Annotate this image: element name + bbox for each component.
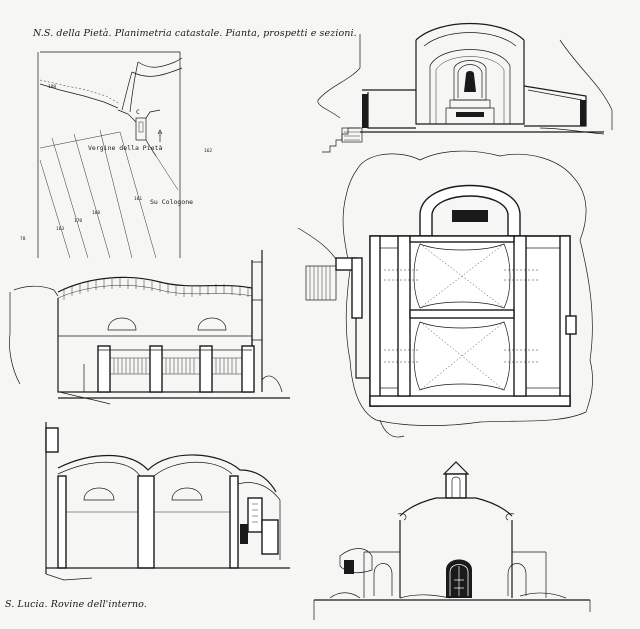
side-elevation (9, 250, 290, 405)
map-parcel-number: 163 (56, 226, 64, 232)
map-parcel-number: 162 (204, 148, 212, 154)
front-elevation (317, 22, 613, 153)
santa-lucia-facade (313, 461, 591, 620)
map-place-label: Vergine della Pietà (88, 144, 162, 152)
map-parcel-number: 78 (20, 236, 26, 242)
santa-lucia-section (45, 422, 290, 581)
cadastral-map: Vergine della Pietà Su Cologone 188 162 … (20, 51, 212, 259)
map-parcel-number: 160 (92, 210, 100, 216)
caption-bottom: S. Lucia. Rovine dell'interno. (5, 599, 147, 610)
floor-plan (297, 150, 593, 438)
map-locality-label: Su Cologone (150, 198, 193, 206)
svg-text:C: C (136, 108, 140, 116)
map-parcel-number: 188 (48, 84, 56, 90)
caption-top: N.S. della Pietà. Planimetria catastale.… (33, 28, 357, 39)
roof-hatching (63, 278, 249, 300)
map-parcel-number: 161 (134, 196, 142, 202)
map-parcel-number: 170 (74, 218, 82, 224)
balustrade (110, 357, 242, 375)
